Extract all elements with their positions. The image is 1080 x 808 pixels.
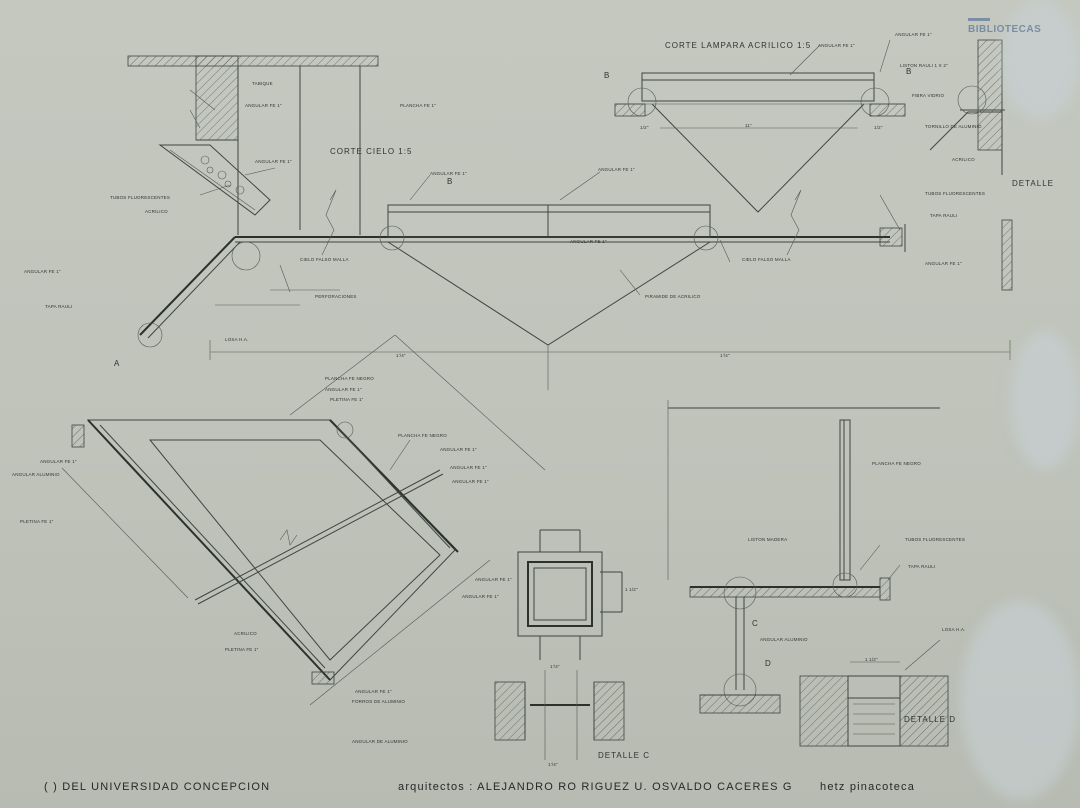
note: FIBRA VIDRIO bbox=[912, 93, 945, 98]
wall-section-top-left bbox=[127, 55, 379, 235]
note: ANGULAR FE 1" bbox=[245, 103, 282, 108]
note: ANGULAR FE 1" bbox=[255, 159, 292, 164]
note: ANGULAR FE 1" bbox=[475, 577, 512, 582]
dimension: 1'/4" bbox=[548, 762, 558, 767]
marker-b-center: B bbox=[447, 177, 454, 186]
note: PLETINA FE 1" bbox=[330, 397, 364, 402]
paper-stain bbox=[1000, 0, 1080, 120]
note: TUBOS FLUORESCENTES bbox=[905, 537, 966, 542]
bottom-project: hetz pinacoteca bbox=[820, 781, 916, 793]
note: ANGULAR ALUMINIO bbox=[760, 637, 808, 642]
note: LISTON MADERA bbox=[748, 537, 788, 542]
marker-a: A bbox=[114, 359, 121, 368]
note: PLANCHA FE NEGRO bbox=[872, 461, 921, 466]
note: ANGULAR FE 1" bbox=[925, 261, 962, 266]
note: ACRILICO bbox=[952, 157, 975, 162]
note: ANGULAR FE 1" bbox=[818, 43, 855, 48]
note: ACRILICO bbox=[145, 209, 168, 214]
dimension: 1'/4" bbox=[396, 353, 406, 358]
note: ANGULAR FE 1" bbox=[450, 465, 487, 470]
bottom-institution: ( ) DEL UNIVERSIDAD CONCEPCION bbox=[44, 781, 271, 793]
logo-text: BIBLIOTECAS bbox=[968, 24, 1042, 35]
title-corte-lampara: CORTE LAMPARA ACRILICO 1:5 bbox=[665, 41, 812, 50]
note: PLANCHA FE NEGRO bbox=[398, 433, 447, 438]
note: TABIQUE bbox=[252, 81, 273, 86]
marker-b-right: B bbox=[906, 67, 913, 76]
paper-stain bbox=[960, 600, 1080, 800]
marker-b: B bbox=[604, 71, 611, 80]
note: PLANCHA FE NEGRO bbox=[325, 376, 374, 381]
leader-lines bbox=[189, 39, 941, 671]
note: TAPA RAULI bbox=[45, 304, 73, 309]
note: LOSA H.A. bbox=[942, 627, 966, 632]
note: TUBOS FLUORESCENTES bbox=[925, 191, 986, 196]
note: PERFORACIONES bbox=[315, 294, 357, 299]
note: PLETINA FE 1" bbox=[225, 647, 259, 652]
note: ANGULAR FE 1" bbox=[325, 387, 362, 392]
lamp-section bbox=[614, 72, 906, 213]
note: CIELO FALSO MALLA bbox=[300, 257, 349, 262]
note: CIELO FALSO MALLA bbox=[742, 257, 791, 262]
detail-d bbox=[799, 661, 949, 747]
marker-d: D bbox=[765, 659, 772, 668]
dimension: 1/2" bbox=[874, 125, 883, 130]
dimension: 1'/4" bbox=[550, 664, 560, 669]
note: PLETINA FE 1" bbox=[20, 519, 54, 524]
title-corte-cielo: CORTE CIELO 1:5 bbox=[330, 147, 413, 156]
dimension: 1 1/2" bbox=[865, 657, 878, 662]
note: ANGULAR FE 1" bbox=[40, 459, 77, 464]
note: FORROS DE ALUMINIO bbox=[352, 699, 406, 704]
note: ANGULAR FE 1" bbox=[598, 167, 635, 172]
dimension: 11" bbox=[745, 123, 752, 128]
note: ANGULAR FE 1" bbox=[355, 689, 392, 694]
note: LOSA H.A. bbox=[225, 337, 249, 342]
note: ANGULAR FE 1" bbox=[430, 171, 467, 176]
note: TAPA RAULI bbox=[908, 564, 936, 569]
dimension: 1'/4" bbox=[720, 353, 730, 358]
skylight-section bbox=[61, 334, 546, 706]
note: TORNILLO DE ALUMINIO bbox=[925, 124, 982, 129]
note: ANGULAR FE 1" bbox=[440, 447, 477, 452]
dimension: 1 1/2" bbox=[625, 587, 638, 592]
note: ANGULAR FE 1" bbox=[462, 594, 499, 599]
note: TUBOS FLUORESCENTES bbox=[110, 195, 171, 200]
detail-c bbox=[494, 529, 625, 760]
note: LISTON RAULI 1 X 2" bbox=[900, 63, 948, 68]
note: ANGULAR DE ALUMINIO bbox=[352, 739, 408, 744]
note: ACRILICO bbox=[234, 631, 257, 636]
note: ANGULAR FE 1" bbox=[452, 479, 489, 484]
note: ANGULAR ALUMINIO bbox=[12, 472, 60, 477]
note: ANGULAR FE 1" bbox=[895, 32, 932, 37]
title-detalle-c: DETALLE C bbox=[598, 751, 650, 760]
right-wall bbox=[929, 39, 1013, 291]
note: ANGULAR FE 1" bbox=[24, 269, 61, 274]
note: ANGULAR FE 1" bbox=[570, 239, 607, 244]
title-detalle-top: DETALLE bbox=[1012, 179, 1054, 188]
detail-right-lower bbox=[667, 400, 940, 714]
library-logo: BIBLIOTECAS bbox=[968, 18, 1056, 40]
logo-bar bbox=[968, 18, 990, 21]
title-detalle-d: DETALLE D bbox=[904, 715, 956, 724]
note: TAPA RAULI bbox=[930, 213, 958, 218]
ceiling-section bbox=[137, 189, 1011, 390]
marker-c: C bbox=[752, 619, 759, 628]
bottom-architects: arquitectos : ALEJANDRO RO RIGUEZ U. OSV… bbox=[398, 781, 793, 793]
note: PLANCHA FE 1" bbox=[400, 103, 436, 108]
paper-stain bbox=[1010, 330, 1080, 470]
dimension: 1/2" bbox=[640, 125, 649, 130]
note: PIRAMIDE DE ACRILICO bbox=[645, 294, 701, 299]
